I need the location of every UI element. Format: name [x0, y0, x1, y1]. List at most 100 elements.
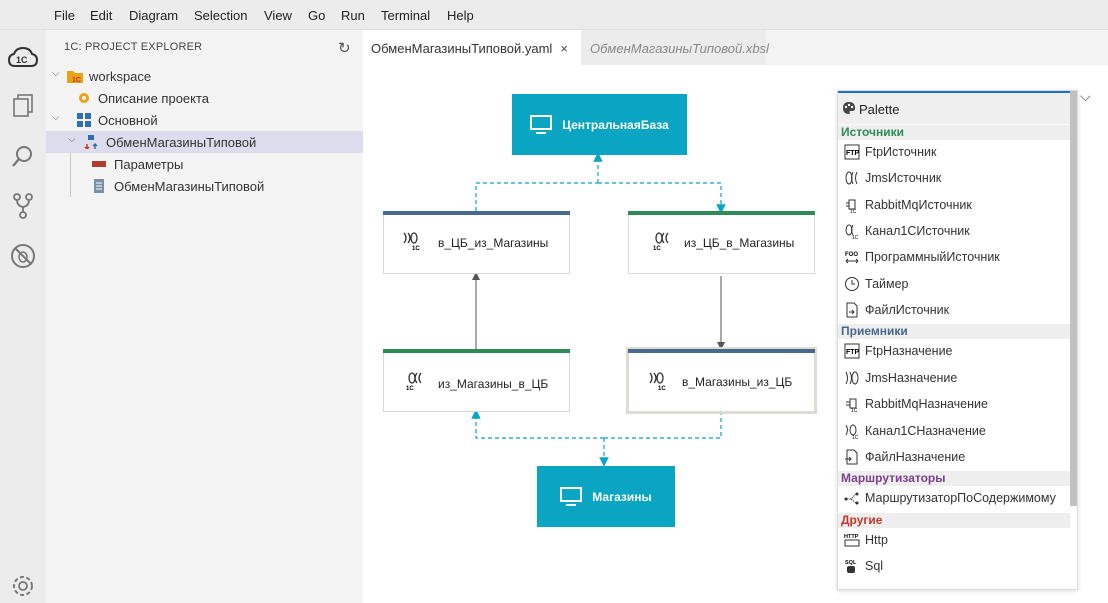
palette-item-ftp-target[interactable]: FTP FtpНазначение — [838, 340, 1070, 364]
subsystem-grid-icon — [77, 113, 91, 127]
svg-text:1С: 1С — [72, 77, 81, 83]
tree-item-workspace[interactable]: ⌵ 1С workspace — [46, 65, 363, 87]
svg-text:1C: 1C — [406, 386, 414, 390]
menu-edit[interactable]: Edit — [90, 8, 113, 23]
palette-item-label: JmsИсточник — [865, 171, 942, 185]
palette-item-file-source[interactable]: ФайлИсточник — [838, 299, 1070, 323]
1c-cloud-icon[interactable]: 1С — [7, 42, 39, 74]
svg-text:1C: 1C — [850, 209, 857, 213]
palette-panel: Palette Источники FTP FtpИсточник JmsИст… — [837, 90, 1078, 590]
palette-item-rabbitmq-target[interactable]: 1C RabbitMqНазначение — [838, 393, 1070, 417]
tab-label: ОбменМагазиныТиповой.xbsl — [590, 41, 769, 56]
channel-node-to-cb-from-stores[interactable]: 1C в_ЦБ_из_Магазины — [383, 211, 570, 274]
palette-item-label: Http — [865, 533, 888, 547]
palette-item-timer[interactable]: Таймер — [838, 273, 1070, 297]
editor-tabs: ОбменМагазиныТиповой.yaml × ОбменМагазины… — [363, 30, 1108, 65]
refresh-icon[interactable]: ↻ — [338, 40, 351, 57]
node-color-bar — [628, 349, 815, 353]
palette-group-receivers: Приемники — [838, 324, 1070, 339]
svg-text:1C: 1C — [851, 408, 858, 412]
central-database-node[interactable]: ЦентральнаяБаза — [512, 94, 687, 155]
tab-xbsl[interactable]: ОбменМагазиныТиповой.xbsl — [581, 30, 769, 65]
palette-group-routers: Маршрутизаторы — [838, 471, 1070, 486]
palette-item-label: Таймер — [865, 277, 909, 291]
router-icon — [844, 490, 860, 506]
palette-item-jms-source[interactable]: JmsИсточник — [838, 167, 1070, 191]
http-icon: HTTP — [844, 532, 860, 548]
project-explorer: 1C: PROJECT EXPLORER ↻ ⌵ 1С workspace Оп… — [46, 30, 363, 603]
palette-item-jms-target[interactable]: JmsНазначение — [838, 367, 1070, 391]
files-icon[interactable] — [7, 90, 39, 122]
menu-bar: File Edit Diagram Selection View Go Run … — [0, 0, 1108, 30]
palette-icon — [842, 101, 856, 118]
palette-item-label: RabbitMqНазначение — [865, 397, 988, 411]
channel-node-from-stores-to-cb[interactable]: 1C из_Магазины_в_ЦБ — [383, 349, 570, 412]
channel-1c-icon: 1C — [844, 423, 860, 441]
menu-file[interactable]: File — [54, 8, 75, 23]
palette-item-rabbitmq-source[interactable]: 1C RabbitMqИсточник — [838, 194, 1070, 218]
chevron-down-icon: ⌵ — [52, 112, 60, 123]
menu-diagram[interactable]: Diagram — [129, 8, 179, 23]
search-icon[interactable] — [7, 140, 39, 172]
svg-text:1C: 1C — [653, 246, 661, 250]
jms-icon — [844, 170, 860, 186]
palette-item-channel1c-source[interactable]: 1C Канал1СИсточник — [838, 220, 1070, 244]
channel-node-from-cb-to-stores[interactable]: 1C из_ЦБ_в_Магазины — [628, 211, 815, 274]
chevron-down-icon: ⌵ — [52, 68, 60, 79]
workspace-folder-icon: 1С — [67, 69, 83, 84]
menu-go[interactable]: Go — [308, 8, 326, 23]
menu-selection[interactable]: Selection — [194, 8, 248, 23]
node-color-bar — [383, 211, 570, 215]
module-file-icon — [92, 179, 106, 193]
palette-item-label: FtpНазначение — [865, 344, 953, 358]
palette-scrollbar[interactable] — [1070, 91, 1077, 506]
menu-help[interactable]: Help — [447, 8, 474, 23]
menu-run[interactable]: Run — [341, 8, 365, 23]
channel-node-to-stores-from-cb[interactable]: 1C в_Магазины_из_ЦБ — [626, 347, 817, 414]
palette-item-file-target[interactable]: ФайлНазначение — [838, 446, 1070, 470]
palette-item-channel1c-target[interactable]: 1C Канал1СНазначение — [838, 420, 1070, 444]
menu-view[interactable]: View — [264, 8, 292, 23]
palette-item-http[interactable]: HTTP Http — [838, 529, 1070, 553]
node-label: Магазины — [592, 489, 652, 504]
source-control-icon[interactable] — [7, 190, 39, 222]
palette-item-programmatic-source[interactable]: FOO ПрограммныйИсточник — [838, 246, 1070, 270]
tab-label: ОбменМагазиныТиповой.yaml — [371, 41, 553, 56]
ftp-icon: FTP — [844, 144, 860, 160]
settings-gear-icon[interactable] — [7, 570, 39, 602]
debug-icon[interactable] — [7, 240, 39, 272]
node-label: из_Магазины_в_ЦБ — [438, 377, 549, 391]
palette-item-label: ФайлИсточник — [865, 303, 950, 317]
channel-1c-icon: 1C — [844, 223, 860, 241]
menu-terminal[interactable]: Terminal — [381, 8, 431, 23]
palette-item-label: Канал1СНазначение — [865, 424, 986, 438]
tree-item-label: Описание проекта — [98, 91, 210, 106]
code-icon: FOO — [844, 249, 860, 265]
tree-item-label: ОбменМагазиныТиповой — [114, 179, 265, 194]
svg-text:HTTP: HTTP — [844, 534, 859, 540]
tree-indent-guide — [70, 153, 71, 197]
tree-item-project-description[interactable]: Описание проекта — [46, 87, 363, 109]
file-icon — [844, 449, 860, 465]
tree-item-parameters[interactable]: Параметры — [46, 153, 363, 175]
palette-item-label: Канал1СИсточник — [865, 224, 970, 238]
node-label: в_Магазины_из_ЦБ — [682, 375, 793, 389]
palette-item-sql[interactable]: SQL Sql — [838, 555, 1070, 579]
palette-collapse-chevron-icon[interactable]: ⌵ — [1080, 88, 1091, 104]
tab-yaml[interactable]: ОбменМагазиныТиповой.yaml × — [363, 30, 581, 65]
svg-text:1C: 1C — [852, 435, 859, 439]
palette-item-ftp-source[interactable]: FTP FtpИсточник — [838, 141, 1070, 165]
activity-bar: 1С — [0, 30, 46, 603]
tree-item-exchange[interactable]: ⌵ ОбменМагазиныТиповой — [46, 131, 363, 153]
tree-item-main[interactable]: ⌵ Основной — [46, 109, 363, 131]
close-icon[interactable]: × — [560, 41, 568, 56]
jms-icon — [844, 370, 860, 386]
palette-item-content-router[interactable]: МаршрутизаторПоСодержимому — [838, 487, 1070, 511]
tree-item-module[interactable]: ОбменМагазиныТиповой — [46, 175, 363, 197]
stores-database-node[interactable]: Магазины — [537, 466, 675, 527]
svg-text:1C: 1C — [658, 386, 666, 390]
palette-item-label: RabbitMqИсточник — [865, 198, 972, 212]
palette-header[interactable]: Palette — [838, 91, 1070, 124]
explorer-title: 1C: PROJECT EXPLORER — [64, 41, 203, 53]
palette-item-label: FtpИсточник — [865, 145, 937, 159]
